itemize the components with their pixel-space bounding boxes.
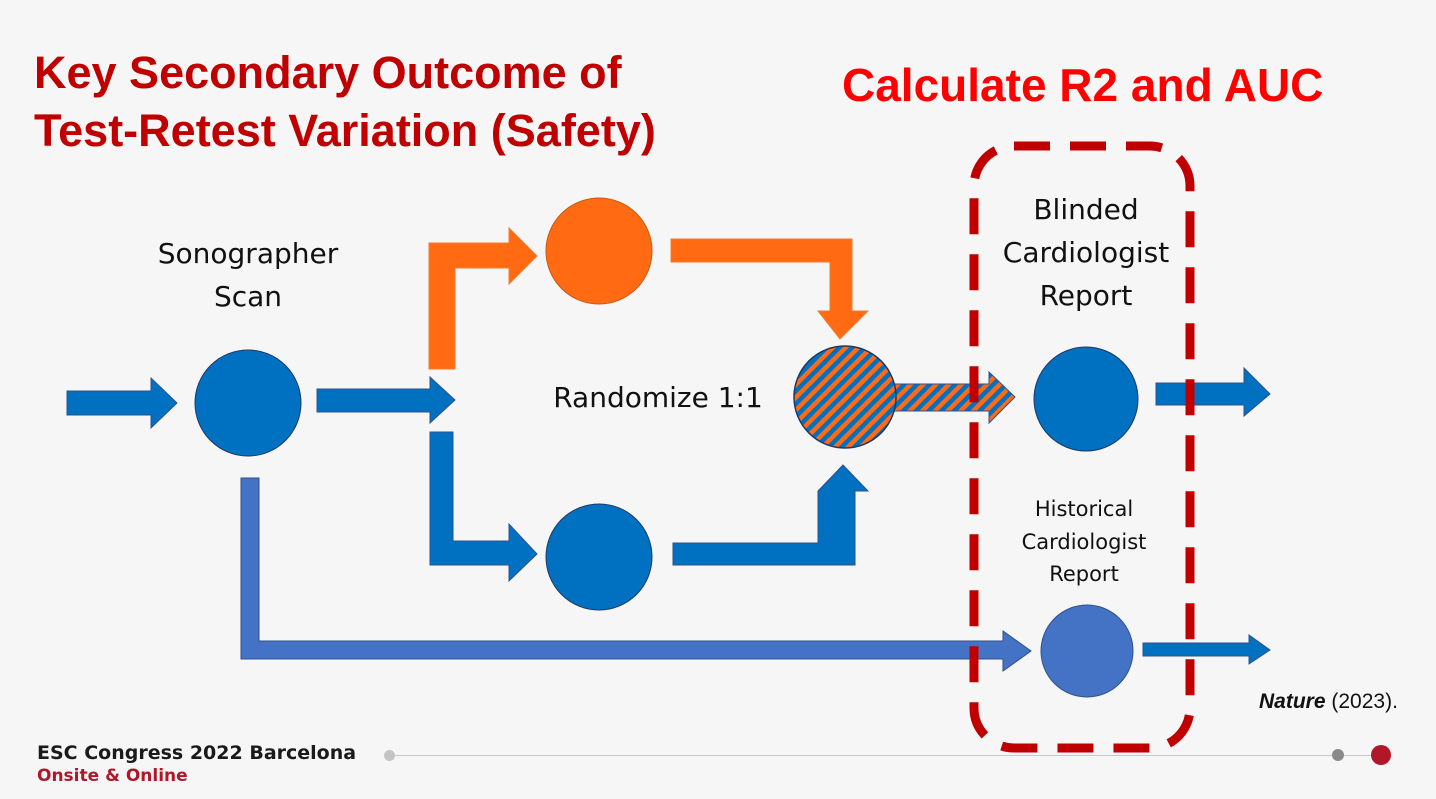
historical-label-line: Report — [1049, 562, 1119, 586]
blinded-cardiologist-label: Blinded Cardiologist Report — [986, 188, 1186, 317]
blinded-label-line: Report — [1039, 279, 1133, 312]
blinded-label-line: Cardiologist — [1002, 236, 1170, 269]
hatched-arrow — [889, 370, 1016, 425]
blinded-label-line: Blinded — [1033, 193, 1139, 226]
historical-cardiologist-label: Historical Cardiologist Report — [1000, 493, 1168, 591]
title-line-1: Key Secondary Outcome of — [34, 47, 622, 98]
sonographer-node — [194, 349, 302, 457]
calculation-dashed-box — [969, 141, 1195, 753]
randomize-label: Randomize 1:1 — [553, 381, 763, 414]
title-line-2: Test-Retest Variation (Safety) — [34, 105, 656, 156]
sono-to-split-arrow — [316, 375, 456, 425]
sonographer-label-line: Sonographer — [157, 237, 339, 270]
sonographer-scan-label: Sonographer Scan — [148, 232, 348, 318]
orange-to-merge-arrow — [670, 238, 870, 340]
blue-branch-arrow — [429, 431, 538, 583]
historical-label-line: Historical — [1034, 497, 1134, 521]
footer-subtitle: Onsite & Online — [37, 766, 188, 786]
footer-divider — [390, 755, 1380, 756]
historical-output-arrow — [1142, 634, 1271, 665]
historical-report-node — [1040, 604, 1134, 698]
citation: Nature (2023). — [1259, 690, 1398, 714]
footer-brand: ESC Congress 2022 Barcelona — [37, 742, 357, 764]
blue-node — [545, 503, 653, 611]
calculate-heading: Calculate R2 and AUC — [842, 59, 1324, 111]
slide-title: Key Secondary Outcome of Test-Retest Var… — [34, 44, 656, 160]
orange-node — [545, 197, 653, 305]
blinded-output-arrow — [1155, 366, 1271, 418]
input-arrow — [66, 376, 178, 430]
citation-year: (2023). — [1325, 690, 1398, 713]
historical-label-line: Cardiologist — [1021, 529, 1147, 554]
citation-journal: Nature — [1259, 690, 1326, 713]
merged-node — [793, 345, 897, 449]
orange-branch-arrow — [428, 226, 538, 370]
footer-dot-left — [384, 750, 395, 761]
footer-dot-gray — [1332, 749, 1344, 761]
footer-dot-red — [1371, 745, 1391, 765]
blinded-report-node — [1033, 346, 1139, 452]
sonographer-label-line: Scan — [213, 280, 283, 313]
blue-to-merge-arrow — [672, 464, 870, 566]
sonographer-to-historical-arrow — [240, 477, 1032, 672]
